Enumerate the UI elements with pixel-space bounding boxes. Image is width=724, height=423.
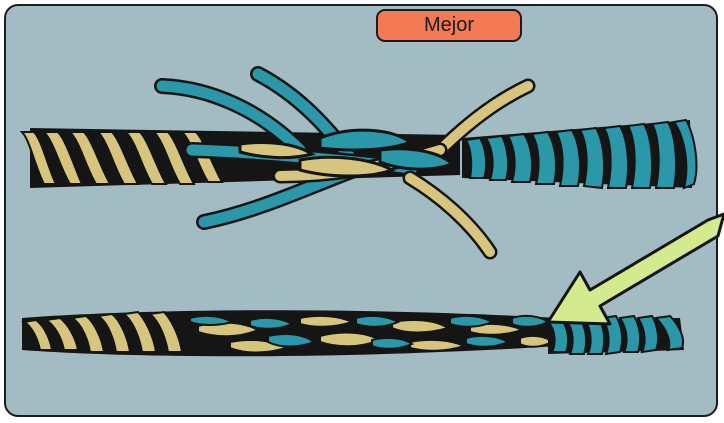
label-badge: Mejor	[376, 9, 522, 42]
pointer-arrow-icon	[548, 214, 724, 324]
short-splice-in-progress-icon	[22, 74, 696, 252]
